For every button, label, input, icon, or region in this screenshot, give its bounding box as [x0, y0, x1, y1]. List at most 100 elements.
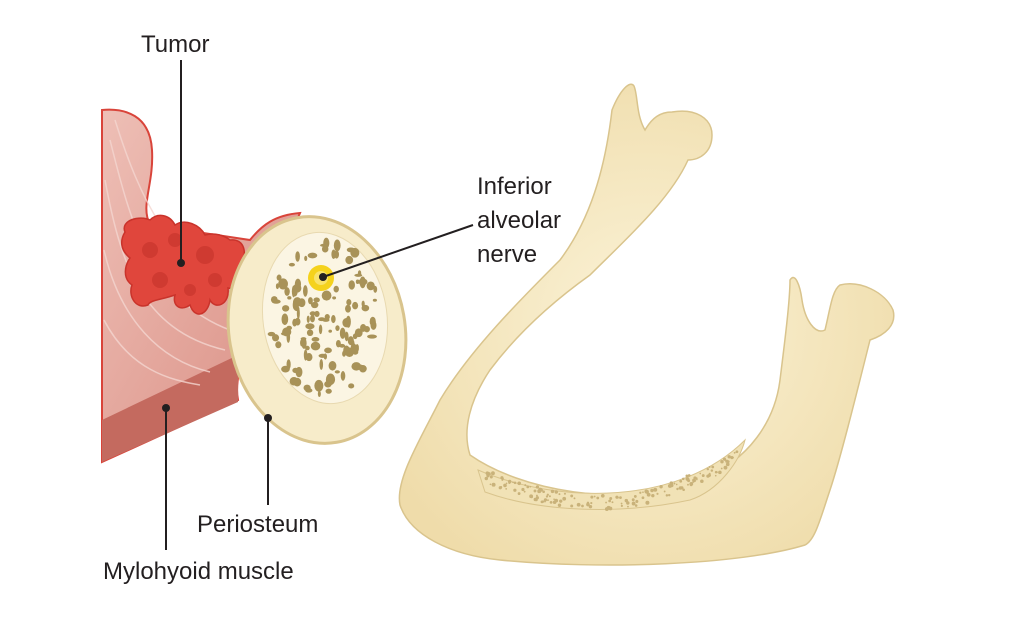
- label-nerve-line1: Inferior: [477, 173, 552, 200]
- trabecular-spot: [656, 492, 659, 495]
- trabecular-spot: [615, 495, 619, 499]
- label-nerve-line2: alveolar: [477, 207, 562, 234]
- trabecular-spot: [547, 499, 549, 502]
- trabecular-spot: [675, 483, 678, 486]
- trabecular-spot: [631, 501, 636, 506]
- trabecular-spot: [679, 479, 683, 483]
- trabecular-spot: [267, 331, 276, 337]
- trabecular-spot: [345, 255, 354, 265]
- trabecular-spot: [535, 485, 540, 489]
- trabecular-spot: [550, 489, 555, 494]
- trabecular-spot: [306, 315, 310, 323]
- trabecular-spot: [619, 496, 622, 500]
- trabecular-spot: [331, 249, 336, 259]
- trabecular-spot: [501, 478, 504, 481]
- trabecular-spot: [570, 494, 574, 498]
- trabecular-spot: [295, 251, 300, 262]
- trabecular-spot: [546, 493, 549, 496]
- trabecular-spot: [296, 307, 300, 320]
- trabecular-spot: [725, 459, 729, 463]
- trabecular-spot: [711, 465, 715, 469]
- trabecular-spot: [286, 359, 291, 370]
- trabecular-spot: [600, 493, 605, 498]
- trabecular-spot: [620, 504, 623, 507]
- trabecular-spot: [588, 504, 593, 509]
- trabecular-spot: [533, 489, 537, 493]
- trabecular-spot: [535, 494, 538, 497]
- trabecular-spot: [333, 239, 341, 252]
- trabecular-spot: [659, 485, 663, 489]
- trabecular-spot: [503, 483, 507, 488]
- trabecular-spot: [606, 505, 611, 510]
- trabecular-spot: [508, 481, 511, 485]
- trabecular-spot: [308, 297, 313, 305]
- trabecular-spot: [543, 498, 548, 502]
- trabecular-spot: [305, 353, 313, 362]
- trabecular-spot: [324, 314, 330, 320]
- trabecular-spot: [313, 297, 320, 303]
- mandible-cross-section: [226, 215, 408, 445]
- trabecular-spot: [318, 317, 326, 322]
- trabecular-spot: [352, 301, 359, 310]
- trabecular-spot: [500, 486, 503, 489]
- trabecular-spot: [318, 324, 323, 335]
- trabecular-spot: [323, 353, 328, 360]
- trabecular-spot: [331, 315, 336, 324]
- trabecular-spot: [288, 262, 295, 267]
- trabecular-spot: [489, 483, 492, 486]
- trabecular-spot: [699, 472, 702, 475]
- trabecular-spot: [310, 341, 321, 351]
- trabecular-spot: [685, 477, 690, 481]
- trabecular-spot: [294, 278, 302, 290]
- trabecular-spot: [627, 505, 629, 508]
- trabecular-spot: [646, 492, 651, 497]
- trabecular-spot: [605, 501, 607, 504]
- trabecular-spot: [321, 290, 332, 301]
- trabecular-spot: [678, 486, 683, 490]
- trabecular-spot: [358, 278, 368, 286]
- trabecular-spot: [272, 334, 280, 342]
- trabecular-spot: [708, 466, 711, 468]
- trabecular-spot: [301, 337, 307, 349]
- trabecular-spot: [366, 281, 375, 291]
- trabecular-spot: [626, 501, 630, 505]
- trabecular-spot: [489, 475, 493, 479]
- trabecular-spot: [563, 492, 566, 495]
- trabecular-spot: [292, 318, 297, 327]
- trabecular-spot: [687, 483, 689, 486]
- trabecular-spot: [701, 474, 705, 478]
- trabecular-spot: [513, 488, 517, 492]
- trabecular-spot: [639, 491, 642, 494]
- trabecular-spot: [641, 496, 645, 500]
- trabecular-spot: [270, 296, 278, 303]
- trabecular-spot: [673, 482, 676, 485]
- trabecular-spot: [333, 285, 339, 293]
- trabecular-spot: [529, 494, 534, 499]
- trabecular-spot: [700, 479, 704, 484]
- trabecular-spot: [286, 325, 292, 331]
- trabecular-spot: [289, 377, 299, 386]
- trabecular-spot: [491, 471, 495, 476]
- trabecular-spot: [695, 477, 698, 480]
- trabecular-spot: [710, 469, 714, 472]
- trabecular-spot: [707, 473, 711, 477]
- trabecular-spot: [500, 476, 504, 480]
- trabecular-spot: [335, 339, 341, 348]
- trabecular-spot: [348, 383, 355, 389]
- trabecular-spot: [523, 490, 526, 493]
- trabecular-spot: [576, 502, 581, 507]
- trabecular-spot: [608, 499, 612, 503]
- trabecular-spot: [570, 504, 574, 508]
- trabecular-spot: [590, 501, 593, 505]
- trabecular-spot: [650, 488, 654, 493]
- trabecular-spot: [692, 478, 696, 483]
- trabecular-spot: [557, 503, 562, 507]
- trabecular-spot: [733, 451, 736, 454]
- trabecular-spot: [552, 500, 557, 505]
- trabecular-spot: [667, 483, 672, 488]
- trabecular-spot: [682, 488, 685, 492]
- trabecular-spot: [730, 456, 734, 460]
- trabecular-spot: [590, 495, 594, 499]
- trabecular-spot: [635, 499, 639, 503]
- trabecular-spot: [282, 305, 290, 312]
